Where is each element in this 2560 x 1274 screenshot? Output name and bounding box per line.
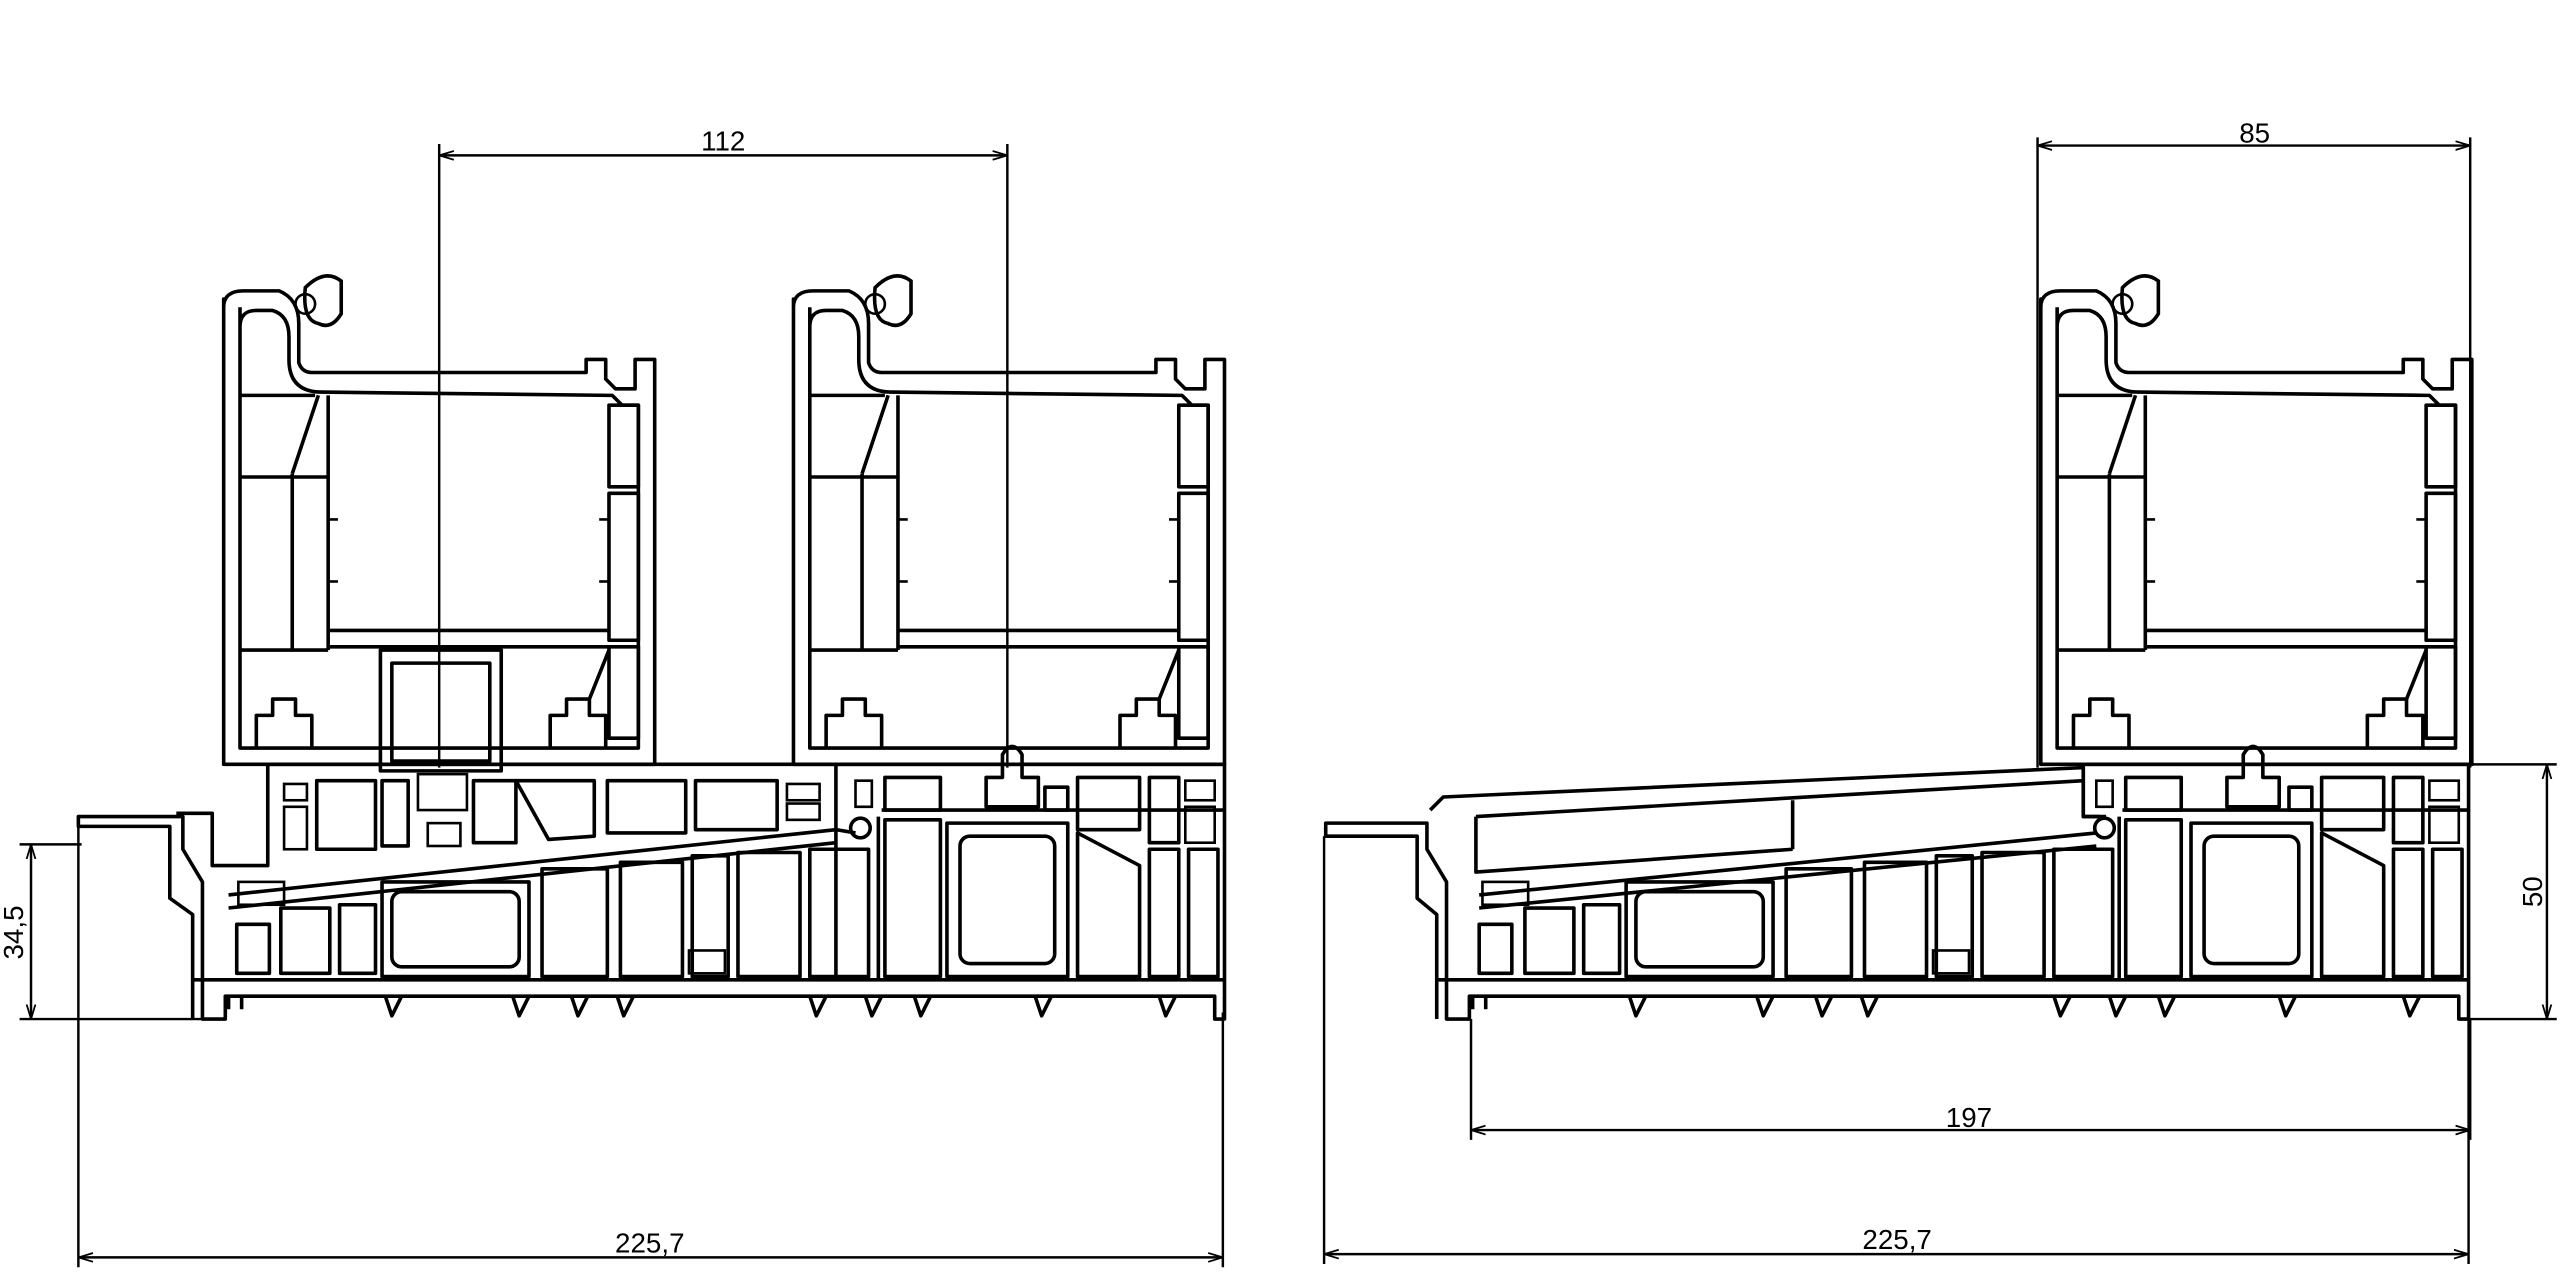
dim-label-85: 85 [2239,117,2270,148]
dim-label-112: 112 [701,125,745,156]
right-profile-section [1323,274,2474,1021]
dim-label-right-225-7: 225,7 [1862,1224,1931,1255]
left-profile-section [76,274,1227,1021]
dim-label-left-225-7: 225,7 [615,1228,684,1259]
dimension-lines [19,137,2557,1268]
dim-label-197: 197 [1946,1102,1992,1133]
dim-label-34-5: 34,5 [0,906,29,960]
dim-label-50: 50 [2517,876,2548,907]
